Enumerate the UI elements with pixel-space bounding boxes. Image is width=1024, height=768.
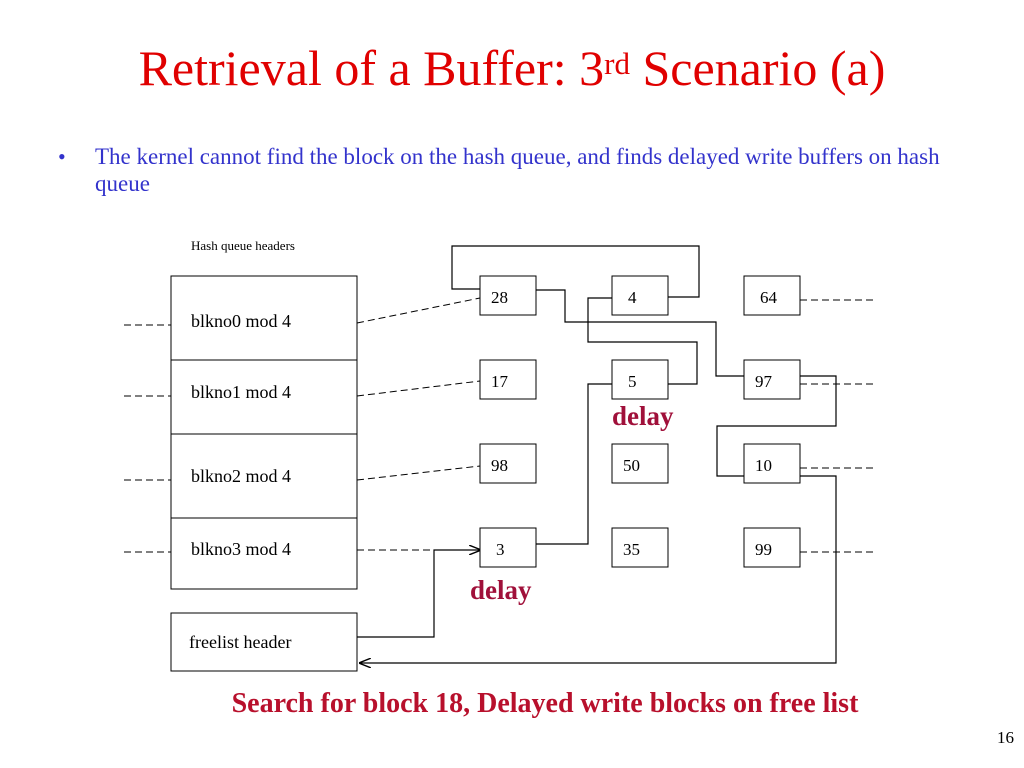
freelist-link-97-to-10 xyxy=(716,375,837,477)
buffer-box-3 xyxy=(479,527,537,568)
bullet-text: The kernel cannot find the block on the … xyxy=(95,144,940,196)
title-superscript: rd xyxy=(604,46,630,81)
delay-label-buffer-5: delay xyxy=(612,401,674,431)
header-label-1: blkno1 mod 4 xyxy=(191,382,291,402)
header-link-0 xyxy=(356,297,481,324)
buffer-number: 4 xyxy=(628,288,637,307)
buffer-number: 97 xyxy=(755,372,773,391)
buffer-number: 98 xyxy=(491,456,508,475)
buffer-box-64 xyxy=(743,275,801,316)
freelist-header-label: freelist header xyxy=(189,632,291,652)
delay-label-buffer-3: delay xyxy=(470,575,532,605)
header-box-0 xyxy=(170,275,358,361)
buffer-box-5 xyxy=(611,359,669,400)
freelist-header-box xyxy=(170,612,358,672)
buffer-box-10 xyxy=(743,443,801,484)
page-number: 16 xyxy=(997,728,1014,747)
header-box-2 xyxy=(170,433,358,519)
buffer-box-17 xyxy=(479,359,537,400)
freelist-link-4-to-28 xyxy=(451,245,700,298)
header-link-2 xyxy=(356,465,481,481)
buffer-box-28 xyxy=(479,275,537,316)
bullet-symbol: • xyxy=(58,144,66,169)
freelist-link-10-to-head xyxy=(360,475,837,663)
slide-caption: Search for block 18, Delayed write block… xyxy=(231,688,859,719)
buffer-number: 35 xyxy=(623,540,640,559)
buffer-box-50 xyxy=(611,443,669,484)
buffer-box-4 xyxy=(611,275,669,316)
header-label-2: blkno2 mod 4 xyxy=(191,466,291,486)
header-label-3: blkno3 mod 4 xyxy=(191,539,291,559)
buffer-number: 5 xyxy=(628,372,637,391)
freelist-link-5-to-4 xyxy=(587,297,698,385)
freelist-link-3-to-5 xyxy=(536,383,612,545)
buffer-box-97 xyxy=(743,359,801,400)
title-end: Scenario (a) xyxy=(629,40,886,96)
buffer-number: 28 xyxy=(491,288,508,307)
header-box-3 xyxy=(170,517,358,590)
slide-title: Retrieval of a Buffer: 3rd Scenario (a) xyxy=(0,38,1024,98)
header-label-0: blkno0 mod 4 xyxy=(191,311,291,331)
freelist-link-28-to-97 xyxy=(536,289,744,377)
buffer-box-35 xyxy=(611,527,669,568)
title-main: Retrieval of a Buffer: 3 xyxy=(138,40,605,96)
buffer-number: 99 xyxy=(755,540,772,559)
freelist-link-head-to-3 xyxy=(357,550,480,638)
buffer-box-99 xyxy=(743,527,801,568)
header-box-1 xyxy=(170,359,358,435)
hash-queue-headers-caption: Hash queue headers xyxy=(191,238,295,253)
buffer-number: 17 xyxy=(491,372,509,391)
buffer-number: 64 xyxy=(760,288,778,307)
buffer-number: 10 xyxy=(755,456,772,475)
buffer-number: 3 xyxy=(496,540,505,559)
buffer-number: 50 xyxy=(623,456,640,475)
header-link-1 xyxy=(356,380,481,397)
buffer-box-98 xyxy=(479,443,537,484)
